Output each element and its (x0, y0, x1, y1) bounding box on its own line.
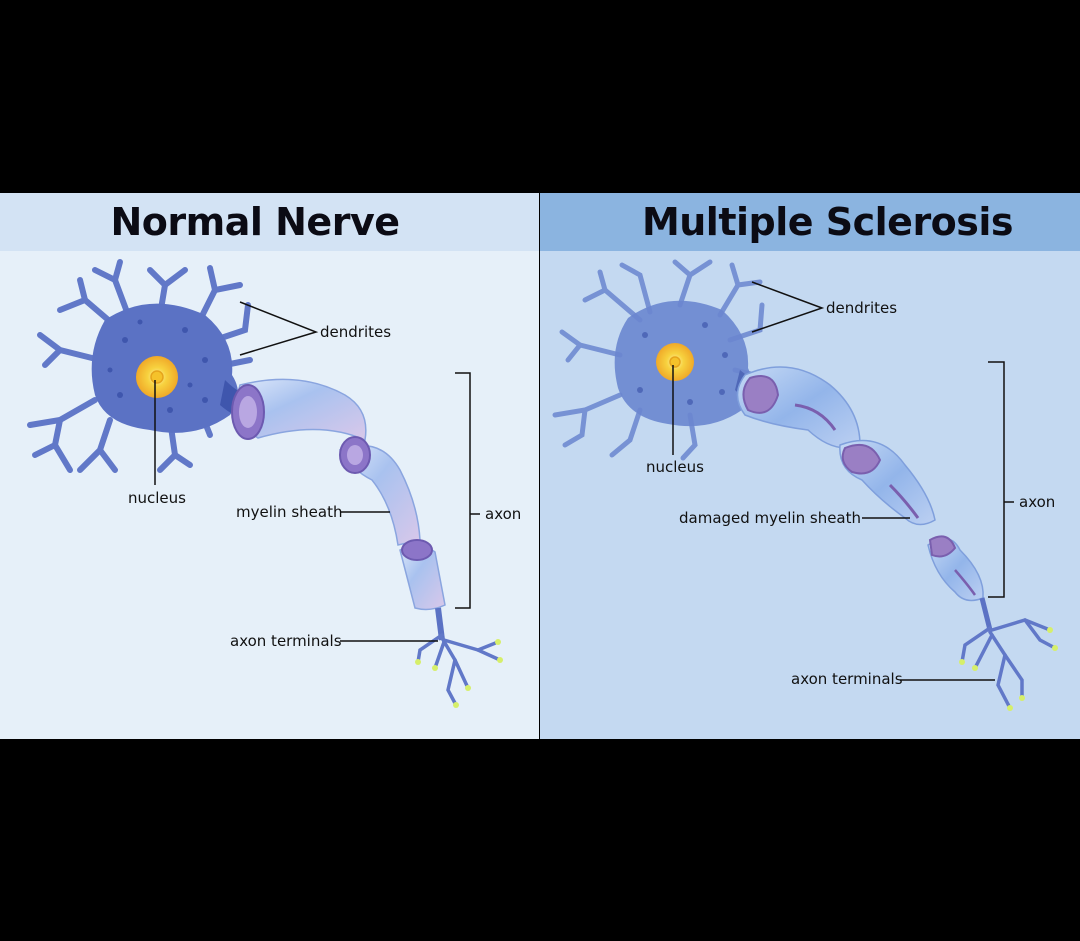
ms-axon-stem (979, 597, 993, 631)
ms-dendrites (552, 259, 765, 461)
ms-label-dendrites: dendrites (826, 299, 898, 317)
normal-dendrites (27, 259, 253, 473)
ms-label-axon: axon (1019, 493, 1056, 511)
ms-neuron (552, 259, 1058, 711)
ms-panel-body (540, 251, 1080, 739)
ms-axon-terminals (960, 618, 1057, 710)
normal-neuron (27, 259, 503, 708)
normal-cell-spots (107, 319, 208, 413)
normal-leader-lines (154, 301, 480, 642)
normal-header-band (0, 193, 539, 251)
normal-axon-terminals (416, 633, 502, 707)
normal-label-axon-terminals: axon terminals (230, 632, 342, 650)
ms-label-damaged-myelin-sheath: damaged myelin sheath (679, 509, 862, 527)
normal-label-myelin-sheath: myelin sheath (236, 503, 343, 521)
normal-label-nucleus: nucleus (128, 489, 186, 507)
ms-terminal-tips (959, 627, 1058, 711)
ms-cell-spots (637, 322, 728, 405)
normal-panel-body (0, 251, 539, 739)
ms-panel-title: Multiple Sclerosis (641, 200, 1014, 244)
normal-panel-title: Normal Nerve (110, 200, 400, 244)
normal-label-axon: axon (485, 505, 522, 523)
normal-label-dendrites: dendrites (320, 323, 392, 341)
ms-header-band (540, 193, 1080, 251)
ms-leader-lines (672, 281, 1014, 681)
ms-label-axon-terminals: axon terminals (791, 670, 903, 688)
normal-terminal-tips (415, 639, 503, 708)
ms-label-nucleus: nucleus (646, 458, 704, 476)
